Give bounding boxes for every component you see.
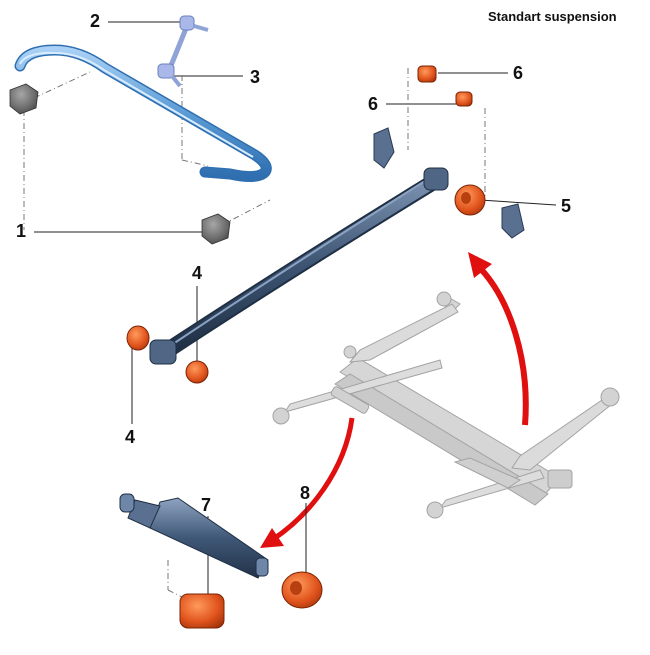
bushing-6-lower	[455, 91, 473, 107]
axle-frame	[272, 291, 620, 519]
leaf-spring	[149, 167, 449, 365]
stabilizer-mount-1	[9, 83, 39, 115]
diagram-title: Standart suspension	[488, 9, 617, 24]
stabilizer-mount-2	[201, 213, 231, 245]
arrow-to-spring	[468, 252, 529, 426]
callout-7: 7	[201, 495, 212, 515]
arrow-to-shock	[260, 417, 355, 548]
bushing-6-top	[417, 65, 437, 83]
callout-2: 2	[90, 11, 101, 31]
bushing-8	[281, 571, 323, 609]
bushing-4-right	[185, 360, 209, 384]
callout-4-upper: 4	[192, 263, 203, 283]
callout-6-left: 6	[368, 94, 379, 114]
callout-8: 8	[300, 483, 311, 503]
callout-6-right: 6	[513, 63, 524, 83]
stabilizer-link	[157, 15, 209, 88]
callout-3: 3	[250, 67, 261, 87]
leader-lines	[34, 21, 557, 595]
shock-absorber	[119, 493, 269, 579]
stabilizer-bar	[14, 44, 272, 183]
bushing-5	[454, 184, 486, 216]
callout-4-lower: 4	[125, 427, 136, 447]
spring-shackle	[373, 127, 525, 239]
bushing-4-left	[126, 325, 150, 351]
callout-1: 1	[16, 221, 27, 241]
callout-5: 5	[561, 196, 572, 216]
bushing-7	[179, 593, 225, 629]
